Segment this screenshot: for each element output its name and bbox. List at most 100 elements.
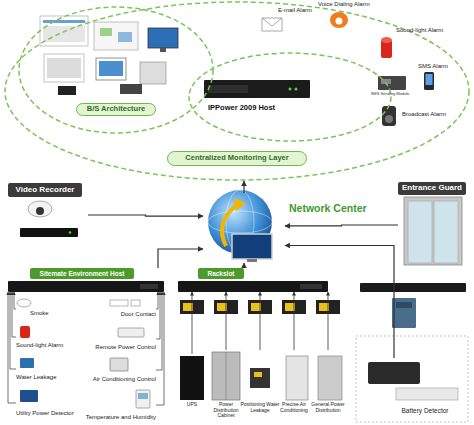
node-label: Smoke bbox=[30, 309, 60, 318]
recorder-led bbox=[69, 231, 72, 234]
screenshot-table bbox=[43, 26, 85, 42]
node-label: Door Contact bbox=[96, 310, 156, 319]
mobile-phone bbox=[424, 72, 434, 90]
sound-light-icon bbox=[20, 326, 30, 338]
dashed-ellipse bbox=[189, 53, 391, 141]
sensor-node: Remote Power Control bbox=[90, 326, 156, 352]
host-device bbox=[204, 80, 310, 98]
power-detector-icon bbox=[20, 390, 38, 402]
door-frame bbox=[404, 197, 462, 265]
node-label: Air Conditioning Control bbox=[86, 375, 156, 384]
node-label: Video Recorder bbox=[8, 183, 82, 197]
door-contact-magnet bbox=[131, 300, 140, 306]
monitor bbox=[96, 58, 126, 80]
node-label: Network Center bbox=[289, 201, 379, 217]
globe-parallel bbox=[208, 211, 272, 233]
ellipse-outline bbox=[188, 52, 392, 142]
host-device: Sitemate Environment Host bbox=[6, 268, 166, 292]
power-strip-icon bbox=[118, 328, 144, 337]
connector-line bbox=[10, 292, 16, 369]
connector-line bbox=[156, 292, 164, 405]
battery-detector-icon bbox=[368, 362, 420, 384]
cabinet-door bbox=[226, 352, 227, 400]
node-label: Utility Power Detector bbox=[16, 409, 82, 418]
rack-device: Power Distribution Cabinet bbox=[208, 350, 244, 420]
upload-arrow-head bbox=[234, 198, 246, 211]
device-port bbox=[140, 284, 158, 289]
rack-module-face bbox=[251, 303, 261, 311]
connector-line bbox=[12, 292, 16, 337]
connector-line bbox=[191, 292, 192, 354]
mobile-screen bbox=[426, 74, 433, 85]
host-group: IPPower 2009 Host bbox=[188, 52, 392, 142]
door-glass bbox=[408, 201, 432, 263]
connector-line bbox=[8, 292, 16, 403]
sensor-node: Door Contact bbox=[96, 298, 156, 320]
node-label: General Power Distribution bbox=[308, 402, 348, 418]
node-label: UPS bbox=[176, 402, 208, 410]
screenshot-block bbox=[100, 28, 112, 36]
battery-frame bbox=[356, 336, 468, 422]
host-device: Rackslot bbox=[174, 268, 340, 292]
sensor-node: Sound-light Alarm bbox=[16, 324, 78, 350]
email-flap bbox=[262, 18, 282, 26]
node-label: SMS Alarm bbox=[418, 62, 466, 71]
phone-icon bbox=[330, 12, 348, 28]
small-device bbox=[120, 84, 142, 94]
door-contact-icon bbox=[110, 300, 128, 306]
screenshot bbox=[94, 22, 138, 50]
node-label: Temperature and Humidity bbox=[84, 413, 156, 422]
temp-humidity-screen bbox=[138, 393, 148, 399]
host-panel bbox=[208, 85, 248, 93]
node-label: Positioning Water Leakage bbox=[240, 402, 280, 418]
node-label: Water Leakage bbox=[16, 373, 72, 382]
node-label: Remote Power Control bbox=[90, 343, 156, 352]
ups-icon bbox=[180, 356, 204, 400]
rack-device: Positioning Water Leakage bbox=[242, 350, 278, 420]
sensor-node: Water Leakage bbox=[16, 356, 72, 382]
access-device bbox=[360, 283, 466, 292]
node-label: Power Distribution Cabinet bbox=[206, 402, 246, 419]
rackslot-device bbox=[178, 281, 328, 292]
alarm-device: Voice Dialing Alarm bbox=[318, 0, 384, 32]
node-label: Broadcast Alarm bbox=[402, 110, 466, 119]
speaker-cone bbox=[385, 115, 393, 123]
network-center: Network Center bbox=[203, 193, 285, 263]
node-label: B/S Architecture bbox=[76, 103, 156, 116]
alarm-device: Sound-light Alarm bbox=[376, 26, 466, 62]
node-label: Sound-light Alarm bbox=[16, 341, 78, 350]
water-leak-icon bbox=[20, 358, 34, 368]
monitor-stand bbox=[160, 48, 166, 52]
email-icon bbox=[262, 18, 282, 31]
monitor-stand bbox=[247, 259, 257, 262]
node-label: E-mail Alarm bbox=[278, 6, 324, 15]
device-caption: SMS Sending Module bbox=[368, 92, 412, 96]
screenshot bbox=[140, 62, 166, 84]
temp-humidity-icon bbox=[136, 390, 150, 408]
recorder bbox=[20, 228, 78, 237]
connector-line bbox=[285, 224, 398, 226]
connector-line bbox=[88, 215, 203, 216]
dome-camera bbox=[28, 201, 52, 217]
node-label: Rackslot bbox=[198, 268, 244, 279]
screenshot bbox=[44, 54, 84, 82]
connector-line bbox=[158, 249, 203, 268]
node-label: Precise Air Conditioning bbox=[275, 402, 313, 418]
rack-device: Precise Air Conditioning bbox=[277, 350, 311, 420]
rack-module-face bbox=[183, 303, 193, 311]
connector-line bbox=[156, 292, 160, 339]
connector-line bbox=[243, 181, 244, 193]
connector-line bbox=[243, 263, 244, 268]
camera-lens bbox=[36, 207, 44, 215]
dashed-ellipse bbox=[19, 7, 213, 133]
architecture-group: B/S Architecture bbox=[18, 6, 214, 134]
subsystem-node: Video Recorder bbox=[8, 183, 88, 247]
rack-module bbox=[180, 300, 204, 314]
dashed-ellipse bbox=[5, 2, 469, 180]
monitor-screen bbox=[99, 61, 123, 76]
connector-line bbox=[156, 292, 162, 370]
alarm-device: Broadcast Alarm bbox=[378, 106, 466, 132]
